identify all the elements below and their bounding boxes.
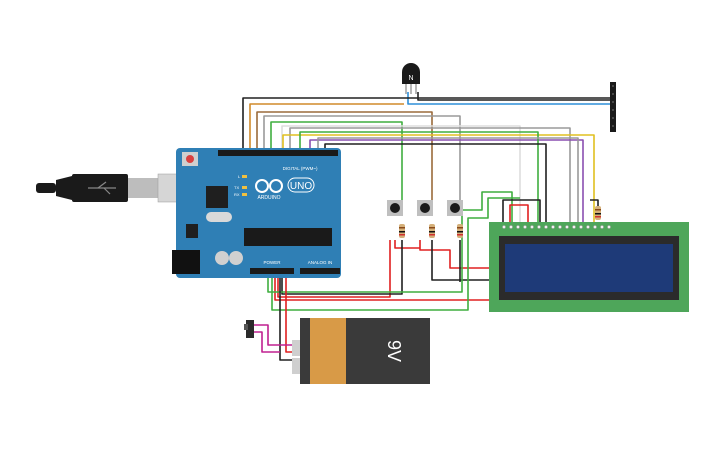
- transistor-label: N: [408, 75, 413, 82]
- wire-black-top: [242, 97, 612, 150]
- slide-switch[interactable]: [244, 320, 254, 338]
- wire-purple-lcd: [309, 139, 584, 222]
- wire-blue-transistor: [407, 92, 612, 105]
- push-button-3[interactable]: [447, 200, 463, 216]
- analog-header: [300, 268, 340, 274]
- wire-brown-btn: [256, 111, 433, 205]
- led-l-label: L: [238, 174, 241, 179]
- wire-green-lcd2: [299, 131, 539, 222]
- wire-black-transistor: [417, 92, 612, 101]
- wire-red-lcd: [509, 204, 529, 222]
- uno-badge: [287, 177, 315, 193]
- digital-label: DIGITAL (PWM~): [283, 166, 318, 171]
- usb-symbol-icon: [88, 181, 116, 195]
- arduino-logo-icon: [255, 179, 283, 193]
- push-button-2[interactable]: [417, 200, 433, 216]
- wire-black-lcd2: [502, 199, 541, 222]
- led-tx-label: TX: [234, 185, 239, 190]
- battery-label: 9V: [384, 340, 404, 362]
- wire-gray-btn: [263, 115, 461, 205]
- lcd-pins: [502, 225, 611, 229]
- wire-switch-magenta2: [252, 331, 280, 353]
- arduino-uno-board: UNO ARDUINO DIGITAL (PWM~) POWER ANALOG …: [172, 148, 341, 278]
- usb-cable: [36, 173, 195, 203]
- resistor-1: [399, 224, 405, 238]
- wire-gray-lcd2: [317, 137, 579, 222]
- wire-black-lcd: [324, 143, 547, 222]
- lcd-display: [489, 222, 689, 312]
- resistor-3: [457, 224, 463, 238]
- wire-battery-black: [279, 275, 295, 361]
- resistor-2: [429, 224, 435, 238]
- battery-9v: 9V: [292, 318, 430, 384]
- resistor-lcd: [595, 206, 601, 220]
- wires: [242, 92, 612, 361]
- wire-white-lcd: [281, 125, 521, 222]
- wire-orange-top: [249, 103, 404, 150]
- digital-header: [218, 150, 338, 156]
- wire-gray-lcd: [289, 127, 571, 222]
- wire-yellow-lcd: [282, 134, 595, 222]
- lcd-screen: [505, 244, 673, 292]
- header-connector: [610, 82, 616, 132]
- wire-switch-magenta: [252, 324, 292, 346]
- wire-red-5v-2: [277, 240, 391, 298]
- wire-red-btn2: [394, 240, 420, 249]
- uno-label: UNO: [290, 181, 312, 192]
- analog-label: ANALOG IN: [308, 260, 333, 265]
- power-label: POWER: [263, 260, 281, 265]
- wire-green-gnd2: [271, 197, 520, 311]
- power-header: [250, 268, 294, 274]
- npn-transistor: N: [402, 63, 420, 94]
- led-rx-label: RX: [234, 192, 240, 197]
- wire-green-btn1: [270, 121, 403, 205]
- wire-green-gnd: [267, 191, 513, 293]
- arduino-brand-label: ARDUINO: [257, 195, 280, 201]
- wire-black-gnd: [281, 240, 403, 295]
- push-button-1[interactable]: [387, 200, 403, 216]
